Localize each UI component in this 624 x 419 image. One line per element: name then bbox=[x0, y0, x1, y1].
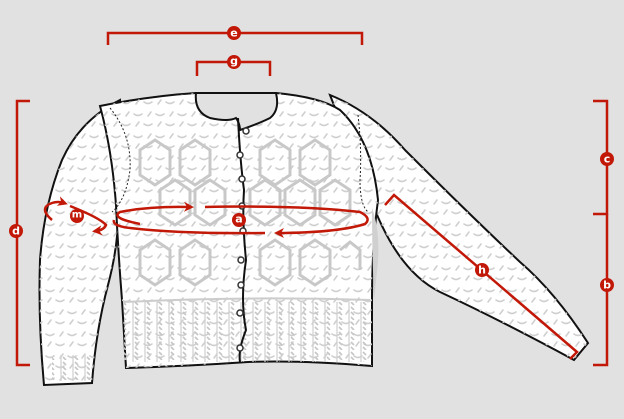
button bbox=[237, 256, 245, 264]
label-badge-m: m bbox=[70, 209, 84, 223]
button bbox=[238, 175, 246, 183]
measure-m-loop bbox=[43, 196, 68, 221]
button bbox=[236, 344, 244, 352]
label-badge-d: d bbox=[9, 224, 23, 238]
label-text-g: g bbox=[230, 55, 238, 68]
label-badge-a: a bbox=[232, 213, 246, 227]
ribbed-hem bbox=[124, 302, 370, 362]
button bbox=[236, 309, 244, 317]
label-badge-h: h bbox=[475, 263, 489, 277]
measure-a-loop-top bbox=[116, 201, 194, 226]
honeycomb-cables bbox=[138, 138, 362, 287]
measurement-overlays bbox=[15, 31, 609, 367]
label-badge-c: c bbox=[600, 152, 614, 166]
label-text-c: c bbox=[604, 153, 611, 166]
label-text-h: h bbox=[478, 264, 486, 277]
armhole-seam-right bbox=[357, 114, 369, 213]
button-placket bbox=[237, 117, 248, 363]
label-text-m: m bbox=[72, 210, 82, 221]
label-text-e: e bbox=[230, 27, 237, 40]
label-badge-e: e bbox=[227, 26, 241, 40]
button bbox=[237, 281, 245, 289]
label-badge-g: g bbox=[227, 55, 241, 69]
label-text-d: d bbox=[12, 225, 20, 238]
label-badge-b: b bbox=[600, 278, 614, 292]
button bbox=[242, 127, 250, 135]
measure-a-loop-top2 bbox=[204, 205, 369, 235]
button bbox=[236, 151, 244, 159]
measure-b-bracket bbox=[593, 214, 609, 367]
label-text-b: b bbox=[603, 279, 611, 292]
cardigan-illustration bbox=[38, 92, 590, 387]
measurement-labels: e g d c b h a m bbox=[9, 26, 614, 292]
label-text-a: a bbox=[235, 213, 242, 226]
armhole-seam-left bbox=[109, 107, 131, 213]
